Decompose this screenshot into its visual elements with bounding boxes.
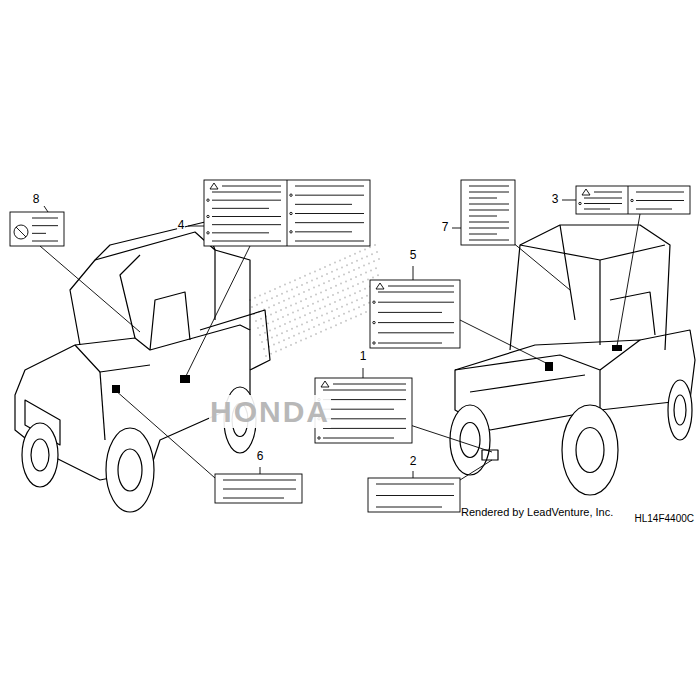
label-sheet [368,478,460,512]
callout-number: 7 [441,221,450,234]
leader-line [452,228,461,229]
callout-number: 3 [551,193,560,206]
diagram-code: HL14F4400C [634,513,695,524]
leader-line [44,206,48,212]
label-sheet [461,180,515,245]
label-sheet [10,212,64,246]
leader-line [40,246,140,332]
leader-line [188,226,204,227]
credit-note: Rendered by LeadVenture, Inc. [460,506,614,518]
label-sheet [215,474,302,503]
leader-line [562,200,576,201]
watermark: HONDA [209,395,331,428]
label-sheet [370,280,460,348]
callout-number: 5 [409,249,418,262]
callout-number: 4 [177,219,186,232]
label-sheets [10,180,690,512]
vehicle-outline [15,222,695,512]
leader-line [617,214,640,346]
label-sheet [204,180,370,246]
callout-number: 8 [32,193,41,206]
watermark-wing [249,244,380,357]
leader-line [460,320,548,364]
leader-line [115,390,215,478]
leader-line [260,467,261,474]
leader-line [363,368,364,378]
callout-number: 2 [409,455,418,468]
leader-line [185,246,250,378]
label-sheet [576,186,690,214]
callout-number: 1 [359,350,368,363]
label-location [180,375,190,383]
label-location [112,385,120,393]
leader-line [410,425,492,452]
leader-line [413,266,414,280]
leader-line [460,460,492,480]
leader-line [413,471,414,478]
callout-number: 6 [256,450,265,463]
